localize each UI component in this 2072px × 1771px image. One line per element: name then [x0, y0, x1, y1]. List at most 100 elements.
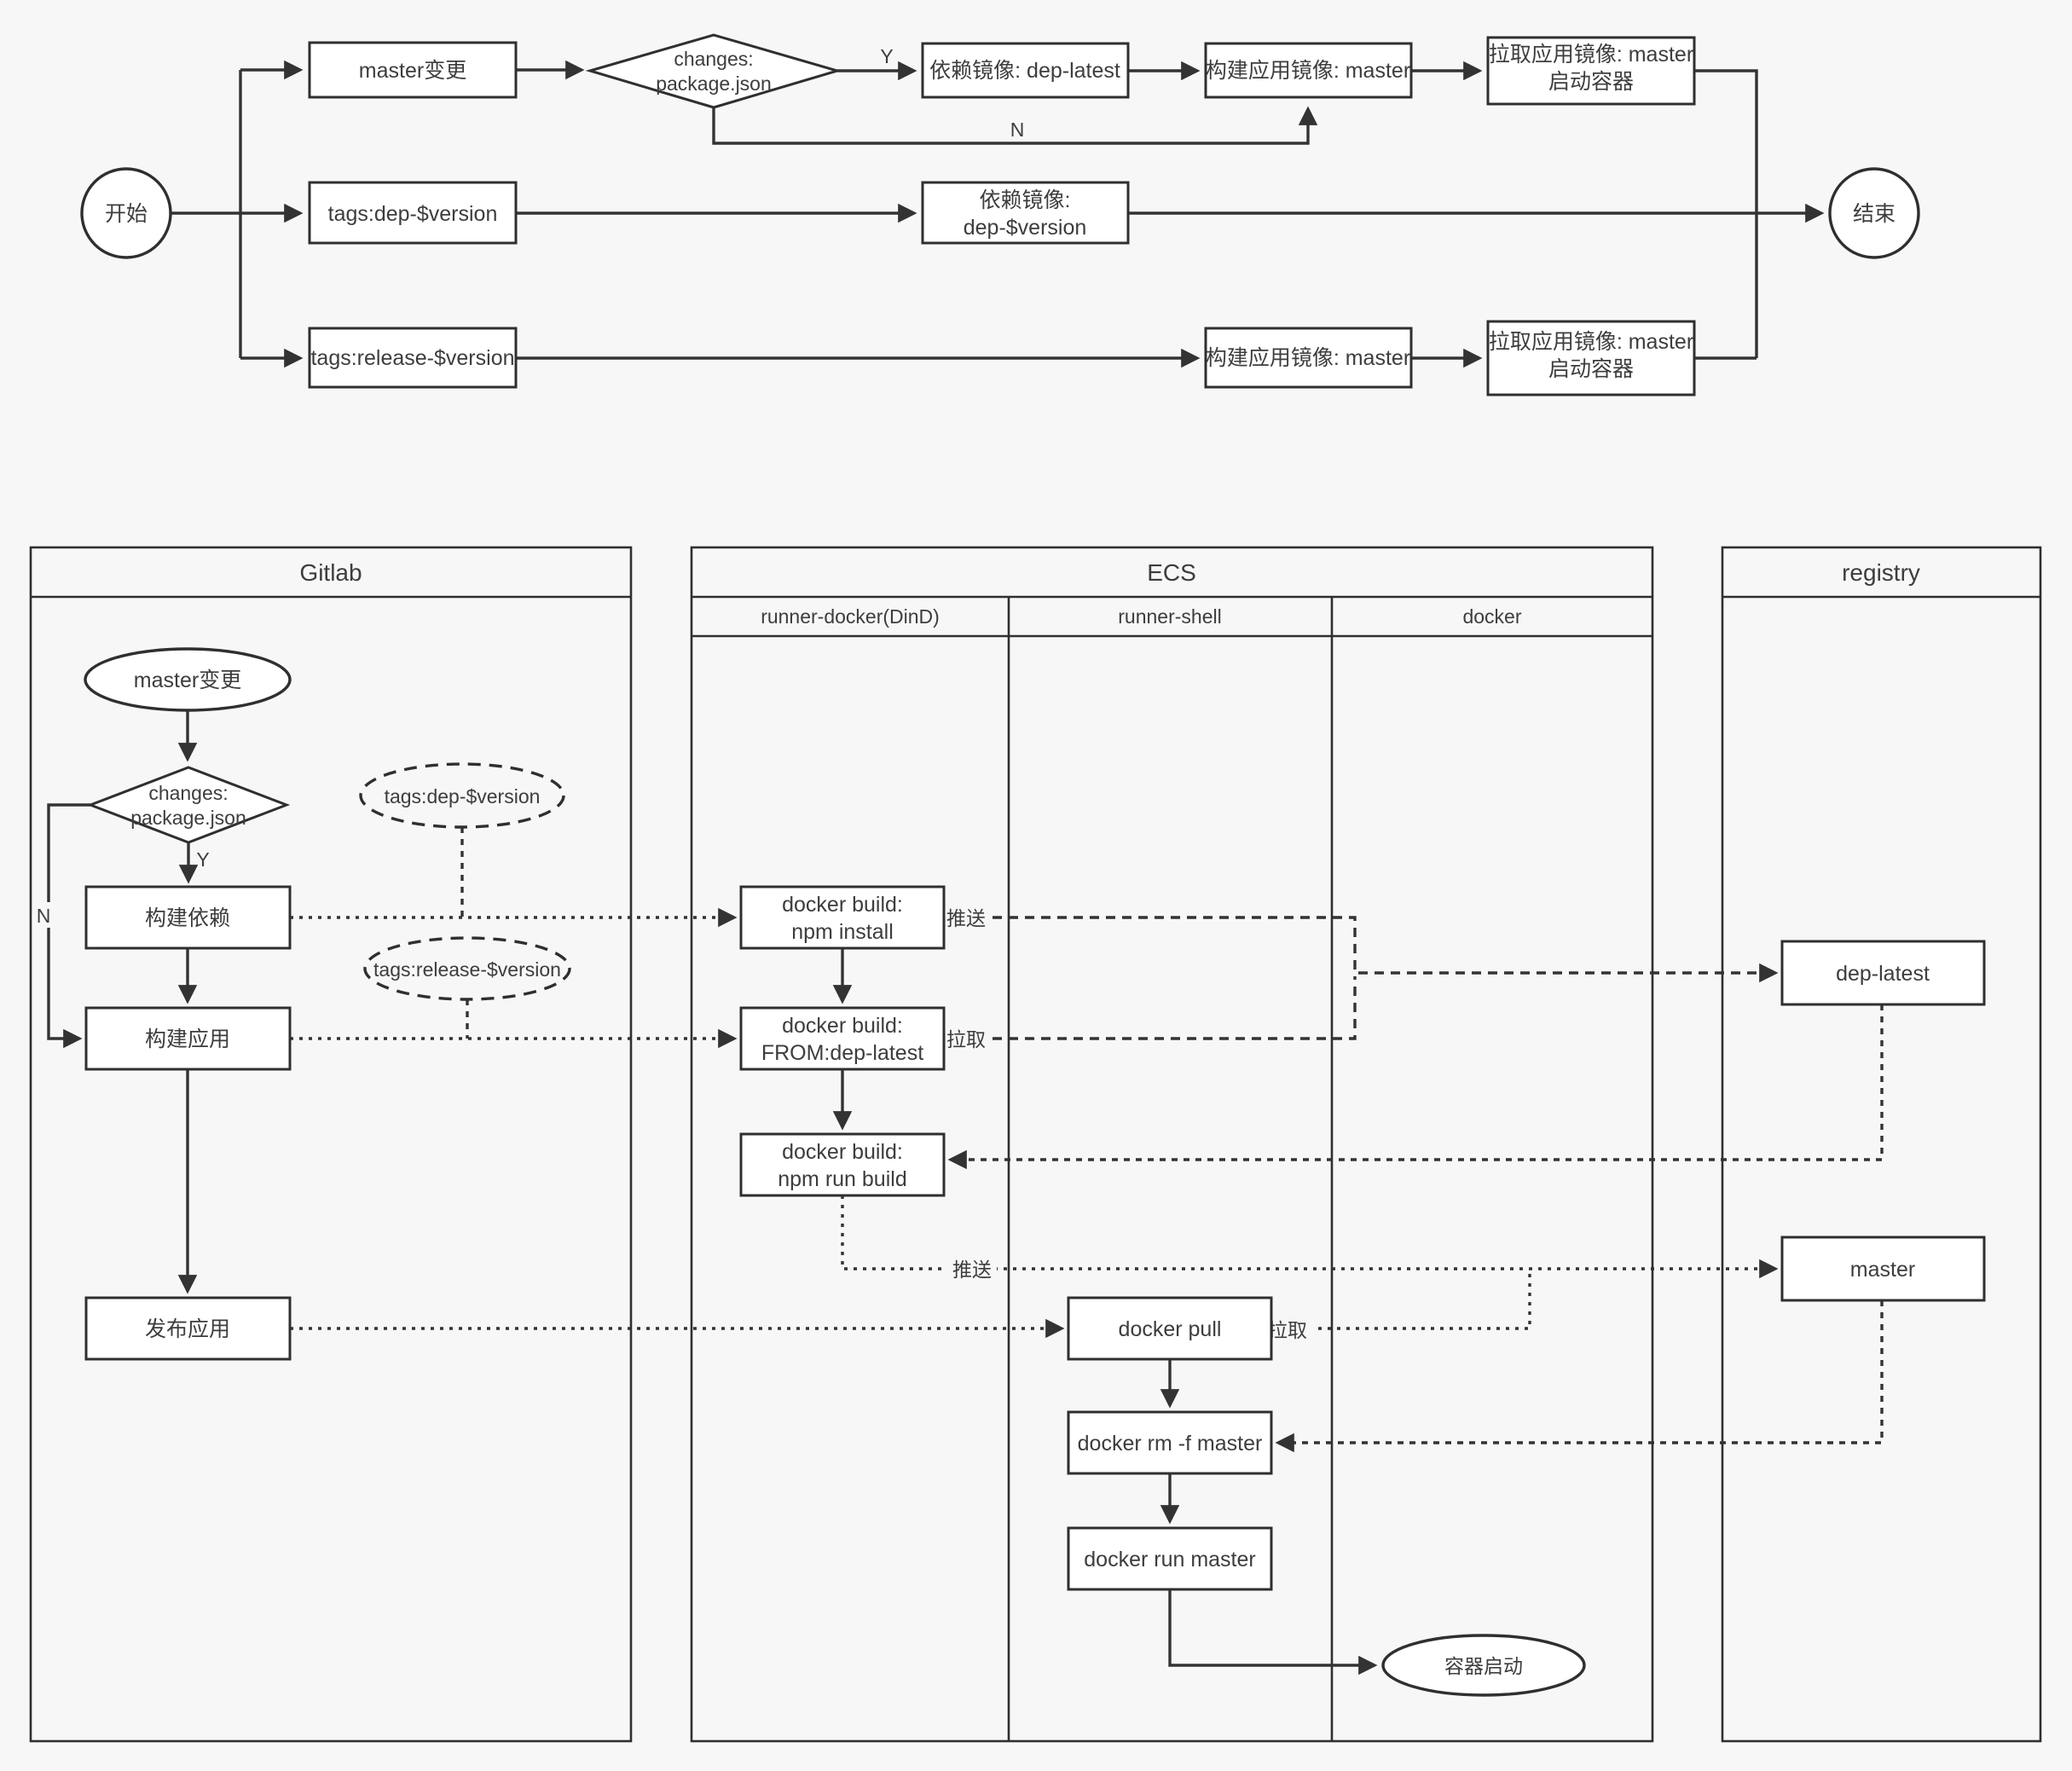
- from-dep-latest-box: [739, 1006, 946, 1071]
- gitlab-changes-diamond: [86, 766, 291, 844]
- tag-release-label: tags:release-$version: [310, 346, 514, 370]
- gitlab-changes-line1: changes:: [148, 782, 228, 804]
- pull-app-line1-row1: 拉取应用镜像: master: [1489, 43, 1693, 67]
- build-app-image-label-row3: 构建应用镜像: master: [1206, 346, 1410, 370]
- npm-install-line2: npm install: [791, 920, 894, 944]
- npm-build-line1: docker build:: [782, 1140, 903, 1164]
- pull-app-line1-row3: 拉取应用镜像: master: [1489, 330, 1693, 354]
- edge-dockerpull-pull-master: [1271, 1272, 1531, 1330]
- push-label-bg-1: [941, 905, 991, 930]
- tag-dep-box: [308, 181, 518, 245]
- dep-image-version-line2: dep-$version: [964, 216, 1087, 240]
- end-node: [1828, 167, 1920, 259]
- from-dep-line2: FROM:dep-latest: [761, 1041, 923, 1065]
- dep-image-latest-box: [921, 42, 1130, 99]
- tag-release-ellipse: [363, 936, 571, 1001]
- docker-pull-box: [1067, 1296, 1273, 1361]
- registry-dep-latest-box: [1780, 940, 1986, 1006]
- start-label: 开始: [105, 202, 148, 226]
- npm-install-line1: docker build:: [782, 893, 903, 917]
- registry-lane-title: registry: [1842, 559, 1920, 586]
- publish-app-label: 发布应用: [145, 1317, 230, 1341]
- pull-app-image-box-row3: [1486, 320, 1696, 396]
- edge-row1-exit: [1694, 69, 1758, 358]
- master-change-box: [308, 41, 518, 99]
- pull-label-bg-1: [941, 1026, 991, 1051]
- build-dep-box: [84, 885, 292, 950]
- docker-rm-box: [1067, 1410, 1273, 1475]
- ecs-lane-content: docker build: npm install docker build: …: [739, 885, 1586, 1697]
- build-app-label: 构建应用: [145, 1027, 230, 1051]
- tag-release-ellipse-label: tags:release-$version: [373, 958, 561, 981]
- npm-run-build-box: [739, 1132, 946, 1197]
- push-label-1: 推送: [946, 907, 986, 929]
- pull-app-line2-row1: 启动容器: [1548, 70, 1634, 94]
- ecs-col-docker: docker: [1462, 605, 1521, 628]
- tag-dep-ellipse: [359, 762, 565, 829]
- swimlanes: Gitlab ECS runner-docker(DinD) runner-sh…: [29, 546, 2042, 1743]
- container-start-label: 容器启动: [1444, 1655, 1523, 1677]
- build-app-box: [84, 1006, 292, 1071]
- end-label: 结束: [1853, 202, 1895, 226]
- edge-dockerrun-to-containerstart: [1168, 1589, 1378, 1676]
- gitlab-lane-title: Gitlab: [299, 559, 362, 586]
- from-dep-line1: docker build:: [782, 1014, 903, 1038]
- yes-label: Y: [880, 45, 893, 67]
- gitlab-no-label: N: [37, 905, 51, 927]
- ecs-col-runner-docker: runner-docker(DinD): [761, 605, 940, 628]
- edge-master-to-dockerrm: [1275, 1300, 1884, 1453]
- docker-rm-label: docker rm -f master: [1078, 1432, 1263, 1456]
- changes-decision-line2: package.json: [656, 72, 772, 95]
- registry-lane: [1721, 546, 2042, 1743]
- edge-cond-no: [712, 106, 1318, 145]
- pull-label-1: 拉取: [946, 1028, 986, 1050]
- gitlab-lane: [29, 546, 633, 1743]
- registry-dep-latest-label: dep-latest: [1836, 962, 1930, 986]
- master-change-label: master变更: [359, 59, 466, 83]
- no-label: N: [1010, 119, 1025, 141]
- cross-lane-connectors: 推送 拉取 推送 拉取: [290, 827, 1884, 1453]
- gitlab-changes-line2: package.json: [130, 807, 246, 829]
- push-label-bg-2: [947, 1256, 997, 1282]
- build-app-image-label-row1: 构建应用镜像: master: [1206, 59, 1410, 83]
- tag-dep-ellipse-label: tags:dep-$version: [385, 785, 541, 807]
- build-app-image-box-row3: [1204, 327, 1413, 389]
- dep-image-version-box: [921, 181, 1130, 245]
- docker-pull-label: docker pull: [1119, 1317, 1222, 1341]
- pull-app-image-box-row1: [1486, 36, 1696, 106]
- gitlab-lane-content: master变更 changes: package.json Y N 构建依赖 …: [32, 647, 571, 1361]
- pull-app-line2-row3: 启动容器: [1548, 357, 1634, 381]
- ecs-lane: [690, 546, 1654, 1743]
- build-app-image-box-row1: [1204, 42, 1413, 99]
- registry-master-box: [1780, 1236, 1986, 1302]
- npm-build-line2: npm run build: [778, 1167, 906, 1191]
- tag-dep-label: tags:dep-$version: [328, 202, 498, 226]
- dep-image-version-line1: 依赖镜像:: [980, 188, 1071, 212]
- publish-app-box: [84, 1296, 292, 1361]
- docker-run-label: docker run master: [1084, 1548, 1255, 1571]
- gitlab-master-change-label: master变更: [134, 668, 241, 692]
- registry-lane-content: dep-latest master: [1780, 940, 1986, 1302]
- registry-master-label: master: [1850, 1258, 1915, 1282]
- pull-label-2: 拉取: [1268, 1319, 1307, 1341]
- gitlab-yes-label: Y: [196, 848, 209, 871]
- top-flowchart: 开始 master变更 changes: package.json Y N 依赖…: [80, 33, 1920, 396]
- start-node: [80, 167, 172, 259]
- changes-decision-line1: changes:: [674, 48, 753, 70]
- build-dep-label: 构建依赖: [145, 906, 230, 930]
- gitlab-master-change-ellipse: [84, 647, 292, 712]
- push-label-2: 推送: [952, 1259, 992, 1281]
- edge-push-dep-latest: [944, 916, 1779, 983]
- edge-deplatest-to-npmbuild: [947, 1004, 1884, 1170]
- edge-pull-dep-latest: [944, 976, 1357, 1040]
- npm-install-box: [739, 885, 946, 950]
- container-start-ellipse: [1381, 1634, 1586, 1697]
- docker-run-box: [1067, 1526, 1273, 1591]
- ecs-col-runner-shell: runner-shell: [1118, 605, 1221, 628]
- tag-release-box: [308, 327, 518, 389]
- edge-push-master: [841, 1195, 1779, 1279]
- changes-decision-diamond: [585, 33, 842, 109]
- gitlab-no-label-bg: [32, 902, 56, 928]
